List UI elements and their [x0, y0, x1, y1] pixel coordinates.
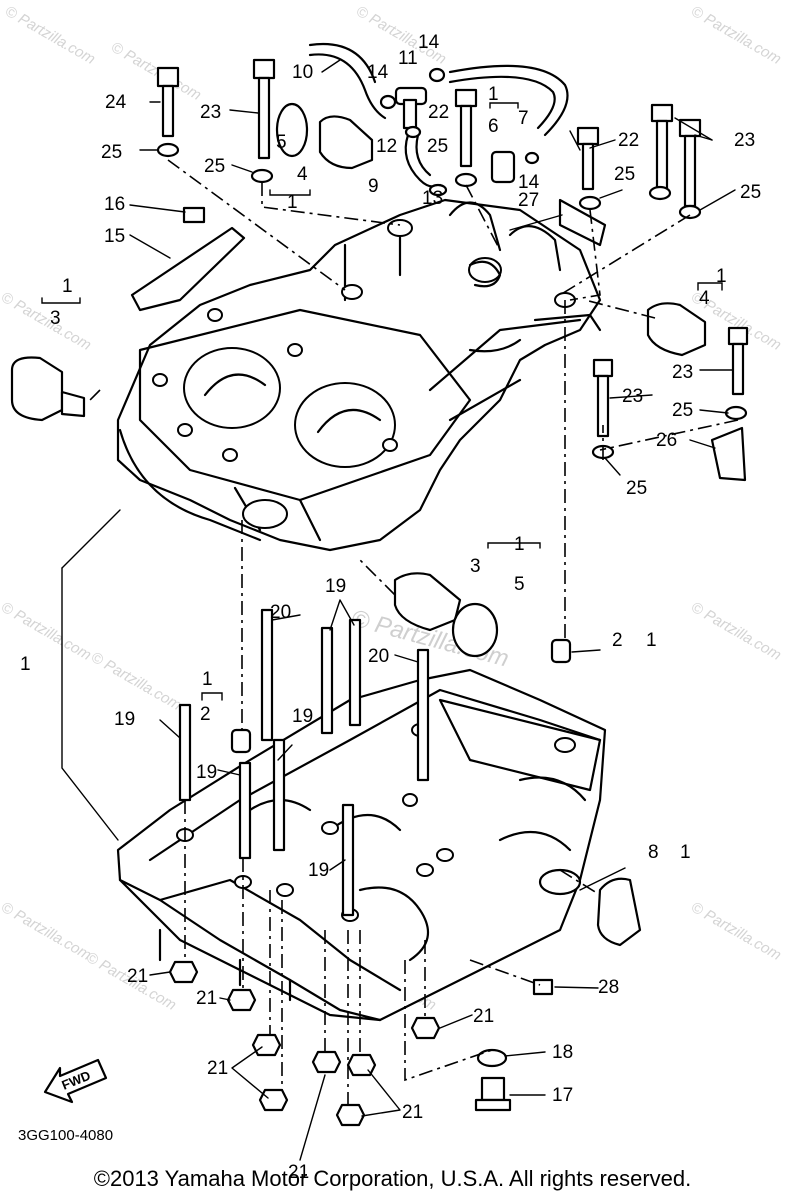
callout-1: 1 [680, 842, 691, 863]
callout-28: 28 [598, 977, 619, 998]
callout-25: 25 [626, 478, 647, 499]
bolts [156, 58, 749, 438]
callout-25: 25 [101, 142, 122, 163]
washers [156, 142, 748, 460]
callout-25: 25 [672, 400, 693, 421]
upper-crankcase [116, 198, 602, 552]
callout-12: 12 [376, 136, 397, 157]
callout-20: 20 [368, 646, 389, 667]
callout-5: 5 [514, 574, 525, 595]
callout-17: 17 [552, 1085, 573, 1106]
callout-20: 20 [270, 602, 291, 623]
callout-4: 4 [297, 164, 308, 185]
watermark: © Partzilla.com [0, 899, 94, 964]
part-28 [532, 978, 554, 996]
callout-21: 21 [127, 966, 148, 987]
callout-10: 10 [292, 62, 313, 83]
callout-22: 22 [618, 130, 639, 151]
callout-14: 14 [418, 32, 440, 53]
watermark: © Partzilla.com [88, 649, 184, 714]
dowel-pins [230, 638, 572, 754]
watermark: © Partzilla.com [0, 599, 94, 664]
callout-5: 5 [276, 132, 287, 153]
drain-plug [474, 1048, 512, 1112]
callout-3: 3 [470, 556, 481, 577]
lower-crankcase [116, 668, 607, 1022]
bearings-and-seals [10, 102, 707, 947]
callout-3: 3 [50, 308, 61, 329]
callout-8: 8 [648, 842, 659, 863]
callout-23: 23 [622, 386, 643, 407]
callout-26: 26 [656, 430, 677, 451]
callout-23: 23 [672, 362, 693, 383]
dashed-assembly-lines [89, 159, 739, 1105]
callout-23: 23 [734, 130, 755, 151]
callout-14: 14 [367, 62, 389, 83]
forward-arrow: FWD [43, 1058, 108, 1104]
callout-25: 25 [614, 164, 635, 185]
watermark: © Partzilla.com [688, 3, 784, 68]
callout-21: 21 [473, 1006, 494, 1027]
callout-2: 2 [200, 704, 211, 725]
watermark: © Partzilla.com [688, 599, 784, 664]
callout-15: 15 [104, 226, 125, 247]
callout-labels: 14 11 10 14 24 23 22 1 7 6 5 12 25 25 22… [20, 32, 761, 1183]
callout-21: 21 [288, 1162, 309, 1183]
callout-1: 1 [646, 630, 657, 651]
callout-19: 19 [196, 762, 217, 783]
callout-6: 6 [488, 116, 499, 137]
callout-21: 21 [196, 988, 217, 1009]
watermark: © Partzilla.com [2, 3, 98, 68]
callout-1: 1 [488, 84, 499, 105]
callout-4: 4 [699, 288, 710, 309]
callout-1: 1 [514, 534, 525, 555]
callout-14: 14 [518, 172, 540, 193]
hoses-and-fittings [130, 43, 747, 482]
callout-22: 22 [428, 102, 449, 123]
callout-21: 21 [402, 1102, 423, 1123]
callout-11: 11 [398, 48, 418, 69]
callout-13: 13 [422, 188, 443, 209]
callout-1: 1 [287, 192, 298, 213]
callout-2: 2 [612, 630, 623, 651]
callout-27: 27 [518, 190, 539, 211]
callout-1: 1 [716, 266, 727, 287]
callout-21: 21 [207, 1058, 228, 1079]
callout-18: 18 [552, 1042, 573, 1063]
callout-19: 19 [308, 860, 329, 881]
watermark: © Partzilla.com [688, 899, 784, 964]
callout-25: 25 [740, 182, 761, 203]
callout-7: 7 [518, 108, 529, 129]
studs [178, 608, 430, 917]
callout-19: 19 [114, 709, 135, 730]
copyright-notice: ©2013 Yamaha Motor Corporation, U.S.A. A… [93, 1166, 692, 1191]
callout-16: 16 [104, 194, 125, 215]
callout-25: 25 [427, 136, 448, 157]
callout-1: 1 [20, 654, 31, 675]
callout-24: 24 [105, 92, 127, 113]
callout-9: 9 [368, 176, 379, 197]
callout-1: 1 [62, 276, 73, 297]
callout-25: 25 [204, 156, 225, 177]
callout-19: 19 [325, 576, 346, 597]
callout-1: 1 [202, 669, 213, 690]
callout-23: 23 [200, 102, 221, 123]
callout-19: 19 [292, 706, 313, 727]
part-code: 3GG100-4080 [18, 1127, 113, 1144]
